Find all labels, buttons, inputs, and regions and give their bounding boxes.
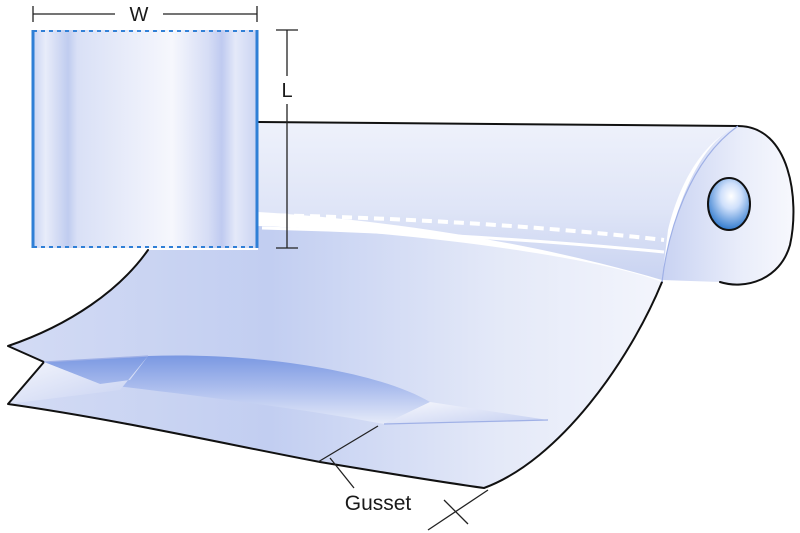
roll-outlines <box>7 121 795 489</box>
plastic-film-roll-icon <box>7 121 795 489</box>
length-dimension <box>276 29 298 249</box>
perforation-line <box>261 213 665 242</box>
roll-hanging-film <box>8 226 662 488</box>
gusset-right-fold <box>384 402 548 424</box>
gusset-label: Gusset <box>345 492 412 515</box>
gusseted-bag-sample-icon <box>31 30 259 248</box>
width-dimension <box>32 6 258 22</box>
roll-top-sheet <box>258 122 738 280</box>
gusset-dimension <box>317 425 489 531</box>
width-label: W <box>130 4 149 26</box>
perforation-line-solid <box>261 226 665 254</box>
bag-body <box>32 30 258 248</box>
gusset-left-fold <box>8 356 148 404</box>
roll-soft-edges <box>43 125 739 425</box>
length-label: L <box>281 80 292 102</box>
gusset-inner-shadow <box>44 355 430 424</box>
roll-core-icon <box>707 177 751 231</box>
